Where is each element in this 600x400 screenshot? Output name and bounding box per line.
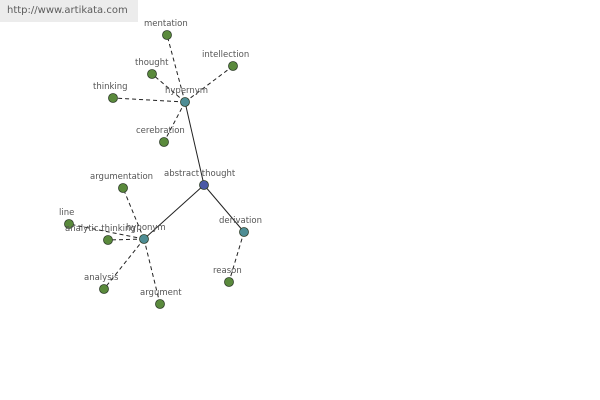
node-derivation[interactable] xyxy=(239,227,249,237)
edge-hypernym-to-thinking xyxy=(112,97,186,103)
site-url-watermark: http://www.artikata.com xyxy=(0,0,138,22)
node-label-intellection: intellection xyxy=(202,50,249,60)
edge-derivation-to-reason xyxy=(228,231,245,283)
node-label-argument: argument xyxy=(140,288,182,298)
node-mentation[interactable] xyxy=(162,30,172,40)
node-thought[interactable] xyxy=(147,69,157,79)
node-line[interactable] xyxy=(64,219,74,229)
edge-hyponym-to-argumentation xyxy=(122,187,145,240)
label-layer: abstract thought hypernym hyponym derivatio… xyxy=(59,19,262,298)
edge-hypernym-to-cerebration xyxy=(163,101,186,143)
edge-hyponym-to-line xyxy=(68,223,145,240)
node-abstract-thought[interactable] xyxy=(199,180,209,190)
node-hypernym[interactable] xyxy=(180,97,190,107)
node-label-mentation: mentation xyxy=(144,19,188,29)
node-label-cerebration: cerebration xyxy=(136,126,185,136)
node-intellection[interactable] xyxy=(228,61,238,71)
edge-abstract-thought-to-hyponym xyxy=(143,184,205,240)
node-label-thinking: thinking xyxy=(93,82,128,92)
edge-hyponym-to-analytic-thinking xyxy=(107,238,145,241)
edge-abstract-thought-to-hypernym xyxy=(184,101,205,186)
edge-abstract-thought-to-derivation xyxy=(203,184,245,233)
node-argumentation[interactable] xyxy=(118,183,128,193)
edge-hypernym-to-mentation xyxy=(166,34,186,103)
node-label-analytic-thinking: analytic thinking xyxy=(65,224,136,234)
edge-hypernym-to-intellection xyxy=(184,65,234,103)
edge-hypernym-to-thought xyxy=(151,73,186,103)
edge-layer xyxy=(68,34,245,305)
node-reason[interactable] xyxy=(224,277,234,287)
node-cerebration[interactable] xyxy=(159,137,169,147)
node-argument[interactable] xyxy=(155,299,165,309)
node-label-line: line xyxy=(59,208,74,218)
node-analysis[interactable] xyxy=(99,284,109,294)
node-label-argumentation: argumentation xyxy=(90,172,153,182)
node-label-thought: thought xyxy=(135,58,169,68)
edge-hyponym-to-analysis xyxy=(103,238,145,290)
node-label-hypernym: hypernym xyxy=(165,86,208,96)
node-analytic-thinking[interactable] xyxy=(103,235,113,245)
node-label-derivation: derivation xyxy=(219,216,262,226)
node-thinking[interactable] xyxy=(108,93,118,103)
node-label-hyponym: hyponym xyxy=(126,223,166,233)
node-hyponym[interactable] xyxy=(139,234,149,244)
node-label-abstract-thought: abstract thought xyxy=(164,169,236,179)
node-layer xyxy=(64,30,249,309)
node-label-analysis: analysis xyxy=(84,273,119,283)
node-label-reason: reason xyxy=(213,266,242,276)
